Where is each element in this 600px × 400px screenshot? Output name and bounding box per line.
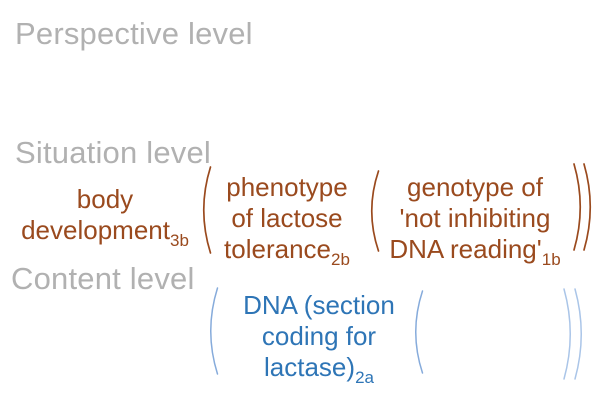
perspective-level-label: Perspective level	[15, 16, 253, 51]
term-line: development3b	[21, 215, 189, 250]
situation-open-paren-inner	[370, 170, 380, 252]
term-line: lactase)2a	[264, 352, 374, 387]
content-open-paren-inner	[415, 290, 424, 374]
term-subscript: 1b	[541, 250, 561, 269]
term-line: DNA (section	[243, 290, 395, 320]
content-close-parens	[563, 288, 582, 380]
term-subscript: 2b	[331, 250, 350, 269]
situation-level-label: Situation level	[15, 135, 212, 170]
term-line: genotype of	[407, 172, 543, 202]
term-body-development: body development3b	[5, 184, 205, 250]
term-line: 'not inhibiting	[399, 203, 551, 233]
content-level-label: Content level	[11, 261, 195, 296]
term-line: phenotype	[226, 172, 348, 202]
term-subscript: 3b	[169, 231, 189, 250]
term-line: coding for	[261, 321, 377, 351]
term-genotype: genotype of 'not inhibiting DNA reading'…	[388, 172, 562, 269]
term-subscript: 2a	[355, 368, 374, 387]
term-phenotype: phenotype of lactose tolerance2b	[222, 172, 352, 269]
content-open-paren-outer	[210, 287, 219, 375]
term-dna-section: DNA (section coding for lactase)2a	[242, 290, 396, 387]
situation-close-parens	[573, 163, 592, 251]
term-line: DNA reading'1b	[389, 234, 561, 269]
term-line: tolerance2b	[224, 234, 350, 269]
situation-open-paren-outer	[202, 166, 212, 254]
term-line: of lactose	[231, 203, 343, 233]
term-line: body	[76, 184, 134, 214]
